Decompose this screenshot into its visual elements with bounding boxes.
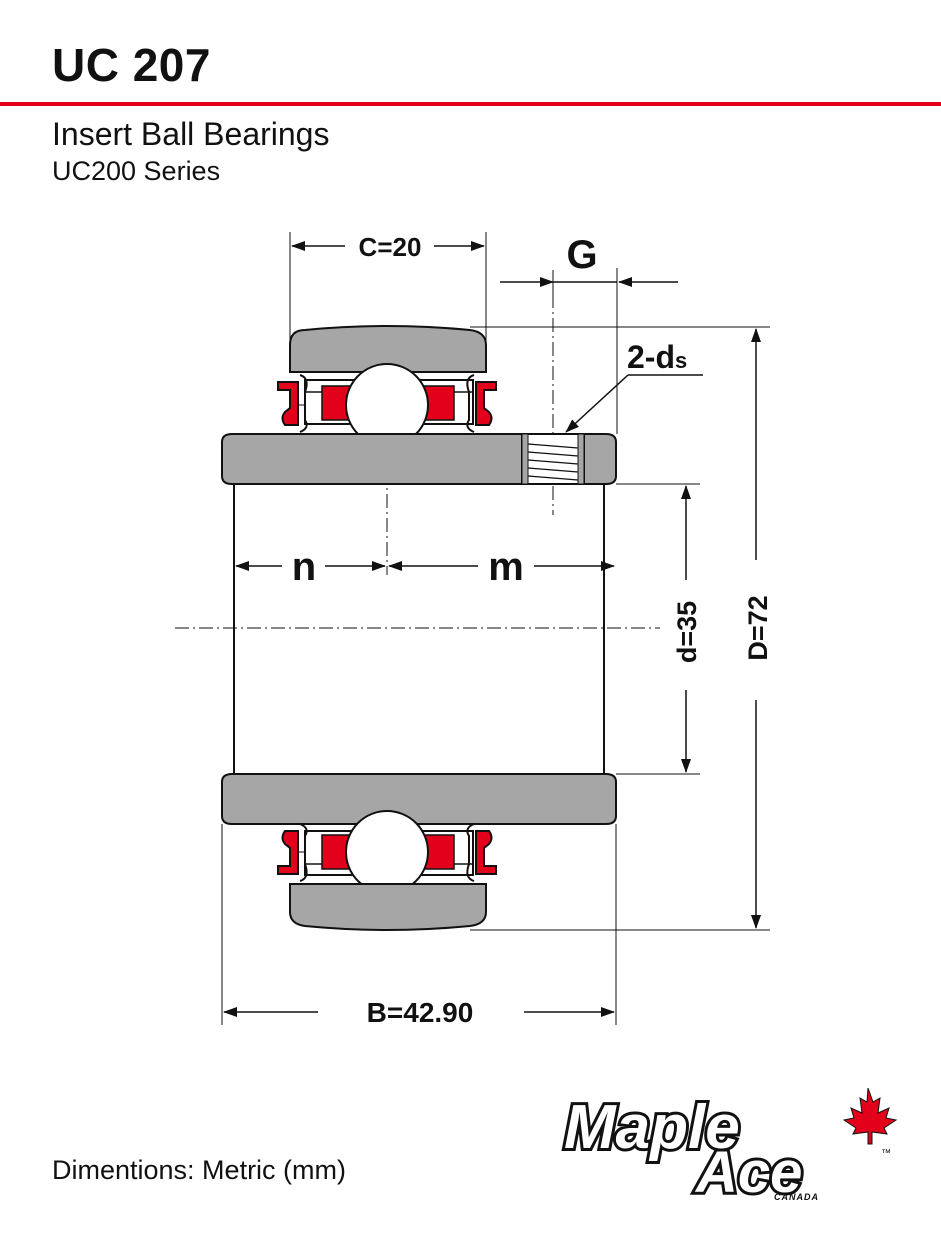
label-D: D=72 [743, 595, 773, 660]
bottom-outer-ring [289, 883, 487, 931]
bottom-seal-left [277, 823, 308, 882]
top-seal-right [466, 374, 497, 433]
label-m: m [488, 545, 524, 589]
top-outer-ring [289, 325, 487, 373]
logo-country: CANADA [774, 1192, 819, 1202]
label-d: d=35 [672, 601, 702, 663]
set-screw-thread [527, 443, 579, 481]
label-b: B=42.90 [367, 997, 474, 1028]
units-note: Dimentions: Metric (mm) [52, 1155, 347, 1185]
maple-leaf-icon [842, 1087, 898, 1145]
product-series: UC200 Series [52, 156, 221, 186]
label-ds-sub: s [675, 348, 687, 373]
extension-lines [221, 232, 770, 1025]
product-model-title: UC 207 [52, 39, 211, 91]
label-n: n [292, 545, 316, 589]
bottom-ball [345, 810, 429, 894]
top-inner-ring [221, 433, 617, 485]
bottom-seal-right [466, 823, 497, 882]
label-ds-main: 2-d [627, 339, 675, 375]
dim-ds-leader [565, 374, 703, 433]
logo-trademark: ™ [881, 1148, 891, 1159]
bore-outline [233, 484, 605, 775]
maple-ace-logo: Maple Ace CANADA ™ [561, 1087, 898, 1205]
label-c: C=20 [359, 232, 422, 262]
logo-word-maple: Maple [564, 1093, 740, 1162]
title-divider [0, 102, 941, 106]
label-ds: 2-ds [627, 339, 687, 375]
product-type: Insert Ball Bearings [52, 116, 330, 152]
bottom-inner-ring [221, 773, 617, 825]
top-seal-left [277, 374, 308, 433]
logo-word-ace: Ace [694, 1140, 802, 1205]
label-g: G [566, 233, 597, 277]
